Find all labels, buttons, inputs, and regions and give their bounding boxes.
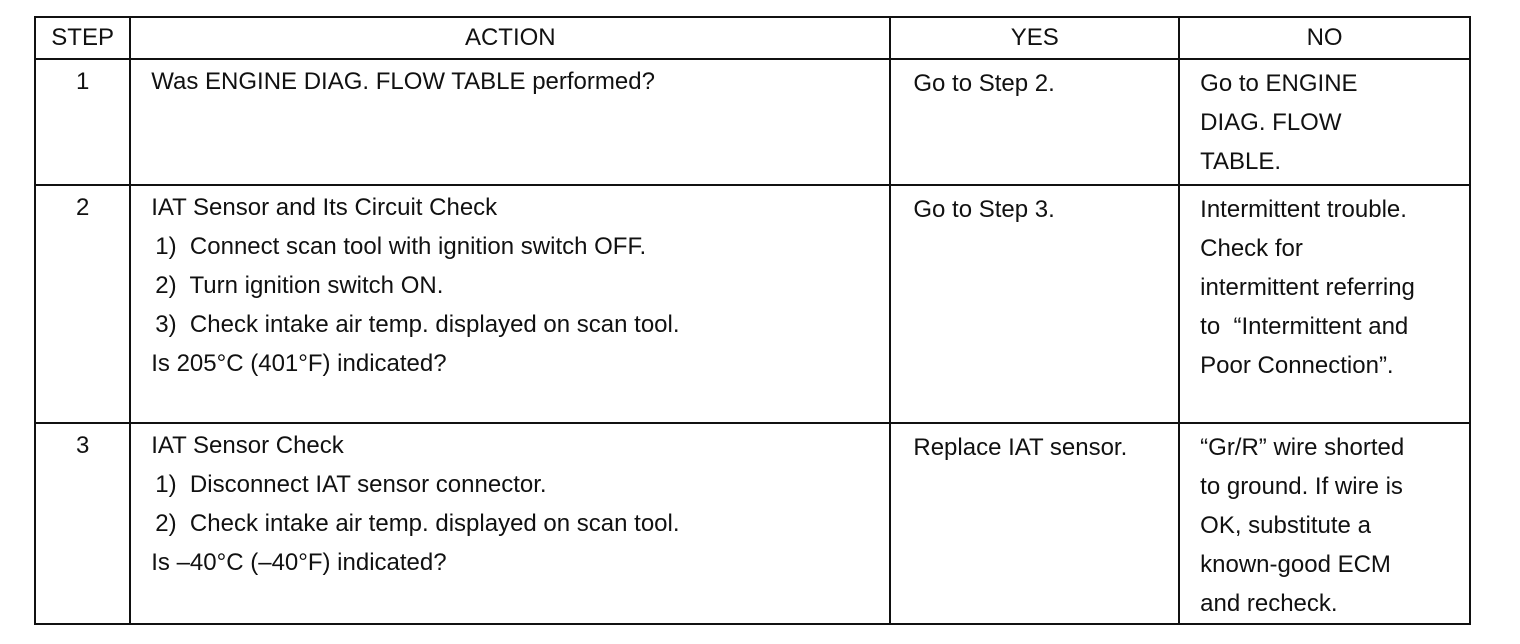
no-text: to “Intermittent and: [1200, 313, 1409, 340]
no-text: known-good ECM: [1200, 551, 1391, 578]
diagnostic-table: STEP ACTION YES NO 1 Was ENGINE DIAG. FL…: [33, 16, 1471, 625]
yes-cell: Go to Step 2.: [889, 58, 1181, 186]
no-text: Intermittent trouble.: [1200, 196, 1407, 223]
no-cell: Go to ENGINE DIAG. FLOW TABLE.: [1178, 58, 1471, 186]
action-title: IAT Sensor and Its Circuit Check: [151, 194, 498, 221]
no-text: Poor Connection”.: [1200, 352, 1394, 379]
yes-text: Replace IAT sensor.: [913, 434, 1128, 461]
step-number: 2: [33, 184, 132, 424]
no-text: to ground. If wire is: [1200, 473, 1403, 500]
yes-cell: Go to Step 3.: [889, 184, 1181, 424]
step-number: 1: [33, 58, 132, 186]
no-text: “Gr/R” wire shorted: [1200, 434, 1405, 461]
no-cell: “Gr/R” wire shorted to ground. If wire i…: [1178, 422, 1471, 625]
no-text: intermittent referring: [1200, 274, 1415, 301]
action-title: IAT Sensor Check: [151, 432, 344, 459]
action-step: 2) Turn ignition switch ON.: [155, 272, 444, 299]
action-step: 1) Connect scan tool with ignition switc…: [155, 233, 647, 260]
header-step: STEP: [33, 16, 132, 60]
no-text: OK, substitute a: [1200, 512, 1371, 539]
table-row: 1 Was ENGINE DIAG. FLOW TABLE performed?…: [33, 58, 1471, 186]
action-step: 1) Disconnect IAT sensor connector.: [155, 471, 547, 498]
no-text: Check for: [1200, 235, 1303, 262]
yes-text: Go to Step 2.: [913, 70, 1055, 97]
table-row: 2 IAT Sensor and Its Circuit Check 1) Co…: [33, 184, 1471, 424]
action-step: 3) Check intake air temp. displayed on s…: [155, 311, 680, 338]
no-cell: Intermittent trouble. Check for intermit…: [1178, 184, 1471, 424]
action-cell: IAT Sensor and Its Circuit Check 1) Conn…: [129, 184, 892, 424]
action-cell: IAT Sensor Check 1) Disconnect IAT senso…: [129, 422, 892, 625]
action-step: 2) Check intake air temp. displayed on s…: [155, 510, 680, 537]
no-text: Go to ENGINE: [1200, 70, 1358, 97]
action-question: Is 205°C (401°F) indicated?: [151, 350, 447, 377]
action-cell: Was ENGINE DIAG. FLOW TABLE performed?: [129, 58, 892, 186]
no-text: and recheck.: [1200, 590, 1338, 617]
action-title: Was ENGINE DIAG. FLOW TABLE performed?: [151, 68, 655, 95]
header-no: NO: [1178, 16, 1471, 60]
step-number: 3: [33, 422, 132, 625]
no-text: DIAG. FLOW: [1200, 109, 1342, 136]
header-row: STEP ACTION YES NO: [33, 16, 1471, 60]
header-action: ACTION: [129, 16, 892, 60]
yes-text: Go to Step 3.: [913, 196, 1055, 223]
action-question: Is –40°C (–40°F) indicated?: [151, 549, 447, 576]
no-text: TABLE.: [1200, 148, 1282, 175]
header-yes: YES: [889, 16, 1181, 60]
yes-cell: Replace IAT sensor.: [889, 422, 1181, 625]
table-row: 3 IAT Sensor Check 1) Disconnect IAT sen…: [33, 422, 1471, 625]
